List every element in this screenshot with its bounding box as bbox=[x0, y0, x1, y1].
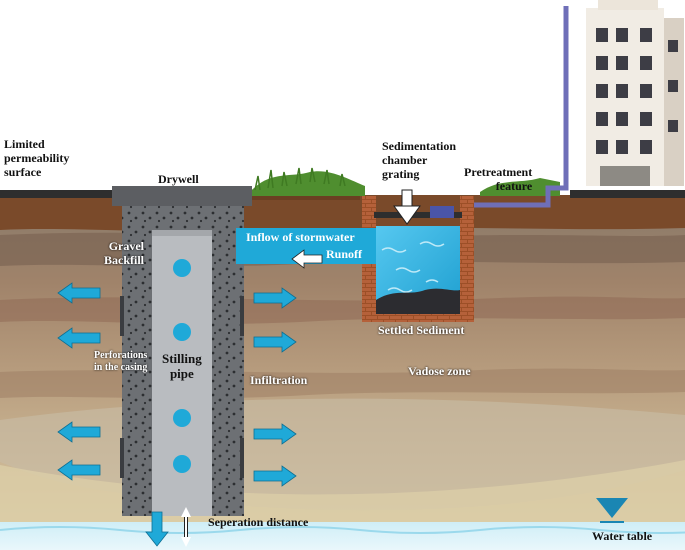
settled-sediment-layer bbox=[376, 288, 460, 314]
sky bbox=[0, 0, 685, 190]
label-gravel-backfill: Gravel Backfill bbox=[104, 239, 145, 267]
label-vadose-zone: Vadose zone bbox=[408, 364, 471, 378]
label-water-table: Water table bbox=[592, 529, 653, 543]
downspout-pipe bbox=[470, 6, 569, 208]
topsoil bbox=[0, 195, 685, 232]
downward-arrow bbox=[145, 511, 169, 547]
water-table-symbol bbox=[596, 498, 628, 518]
drywell-cap bbox=[112, 186, 252, 206]
pavement-left bbox=[0, 190, 112, 198]
pretreatment-inlet bbox=[430, 206, 454, 218]
pipe-perforation-4 bbox=[173, 455, 191, 473]
pavement-right bbox=[570, 190, 685, 198]
label-infiltration: Infiltration bbox=[250, 373, 308, 387]
label-drywell: Drywell bbox=[158, 172, 199, 186]
building bbox=[586, 0, 684, 186]
pipe-perforation-3 bbox=[173, 409, 191, 427]
pipe-perforation-2 bbox=[173, 323, 191, 341]
label-inflow: Inflow of stormwater bbox=[246, 230, 355, 244]
grass-right bbox=[480, 178, 560, 196]
infiltration-arrows-left bbox=[57, 282, 101, 481]
label-runoff: Runoff bbox=[326, 247, 363, 261]
label-sedimentation: Sedimentation chamber grating bbox=[382, 139, 457, 181]
water-table-layer bbox=[0, 522, 685, 550]
grating-arrow bbox=[393, 189, 421, 225]
label-separation-distance: Seperation distance bbox=[208, 515, 309, 529]
label-pretreatment: Pretreatment feature bbox=[464, 165, 533, 193]
label-limited-surface: Limited permeability surface bbox=[4, 137, 70, 179]
pipe-perforation-1 bbox=[173, 259, 191, 277]
chamber-floor bbox=[362, 314, 474, 322]
grass bbox=[250, 171, 365, 196]
runoff-arrow bbox=[291, 249, 323, 269]
label-stilling-pipe: Stilling pipe bbox=[162, 351, 202, 381]
chamber-wall-right bbox=[460, 196, 474, 320]
infiltration-arrows-right bbox=[253, 287, 297, 487]
label-perforations: Perforations in the casing bbox=[94, 350, 148, 373]
label-settled-sediment: Settled Sediment bbox=[378, 323, 465, 337]
grating bbox=[374, 212, 462, 218]
